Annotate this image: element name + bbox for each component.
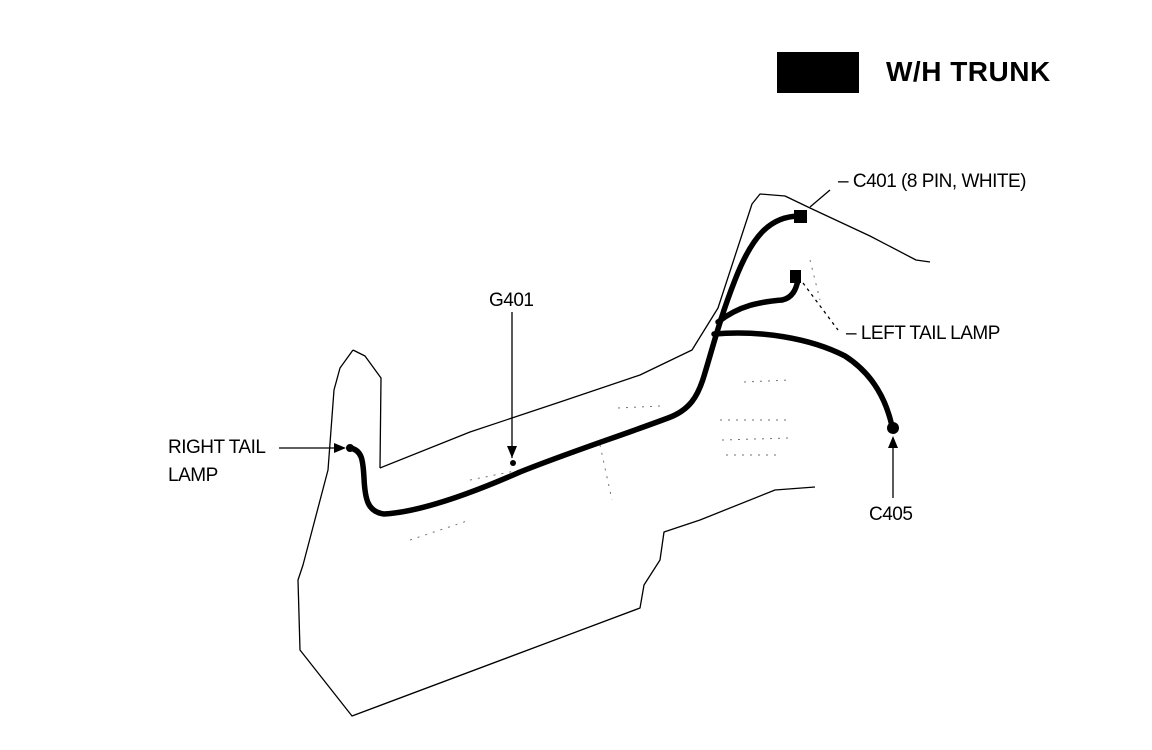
harness-c405-branch [711, 330, 895, 429]
label-c405: C405 [869, 504, 913, 525]
label-right-tail-lamp-line1: RIGHT TAIL [168, 437, 266, 458]
c405-arrowhead [888, 436, 898, 448]
left-tail-lamp-connector [790, 270, 801, 283]
harness-left-tail-lamp-branch [715, 277, 801, 325]
connectors [346, 210, 899, 466]
right-tail-lamp-arrowhead [334, 443, 346, 453]
c405-connector [887, 422, 899, 434]
harness-main-branch [347, 213, 803, 517]
g401-ground-point [510, 460, 516, 466]
label-g401: G401 [489, 290, 534, 311]
leader-arrowheads [334, 436, 898, 458]
wire-harness [347, 213, 895, 517]
label-left-tail-lamp: – LEFT TAIL LAMP [846, 323, 1000, 344]
leader-lines [279, 189, 894, 498]
legend-swatch [777, 52, 859, 93]
panel-detail-marks [409, 259, 821, 541]
g401-arrowhead [507, 446, 517, 458]
legend-title: W/H TRUNK [886, 56, 1051, 87]
c401-connector [794, 210, 807, 223]
label-c401: – C401 (8 PIN, WHITE) [838, 171, 1027, 192]
trunk-panel-outline [297, 193, 931, 717]
right-tail-lamp-connector [346, 444, 354, 452]
label-right-tail-lamp-line2: LAMP [168, 465, 218, 486]
